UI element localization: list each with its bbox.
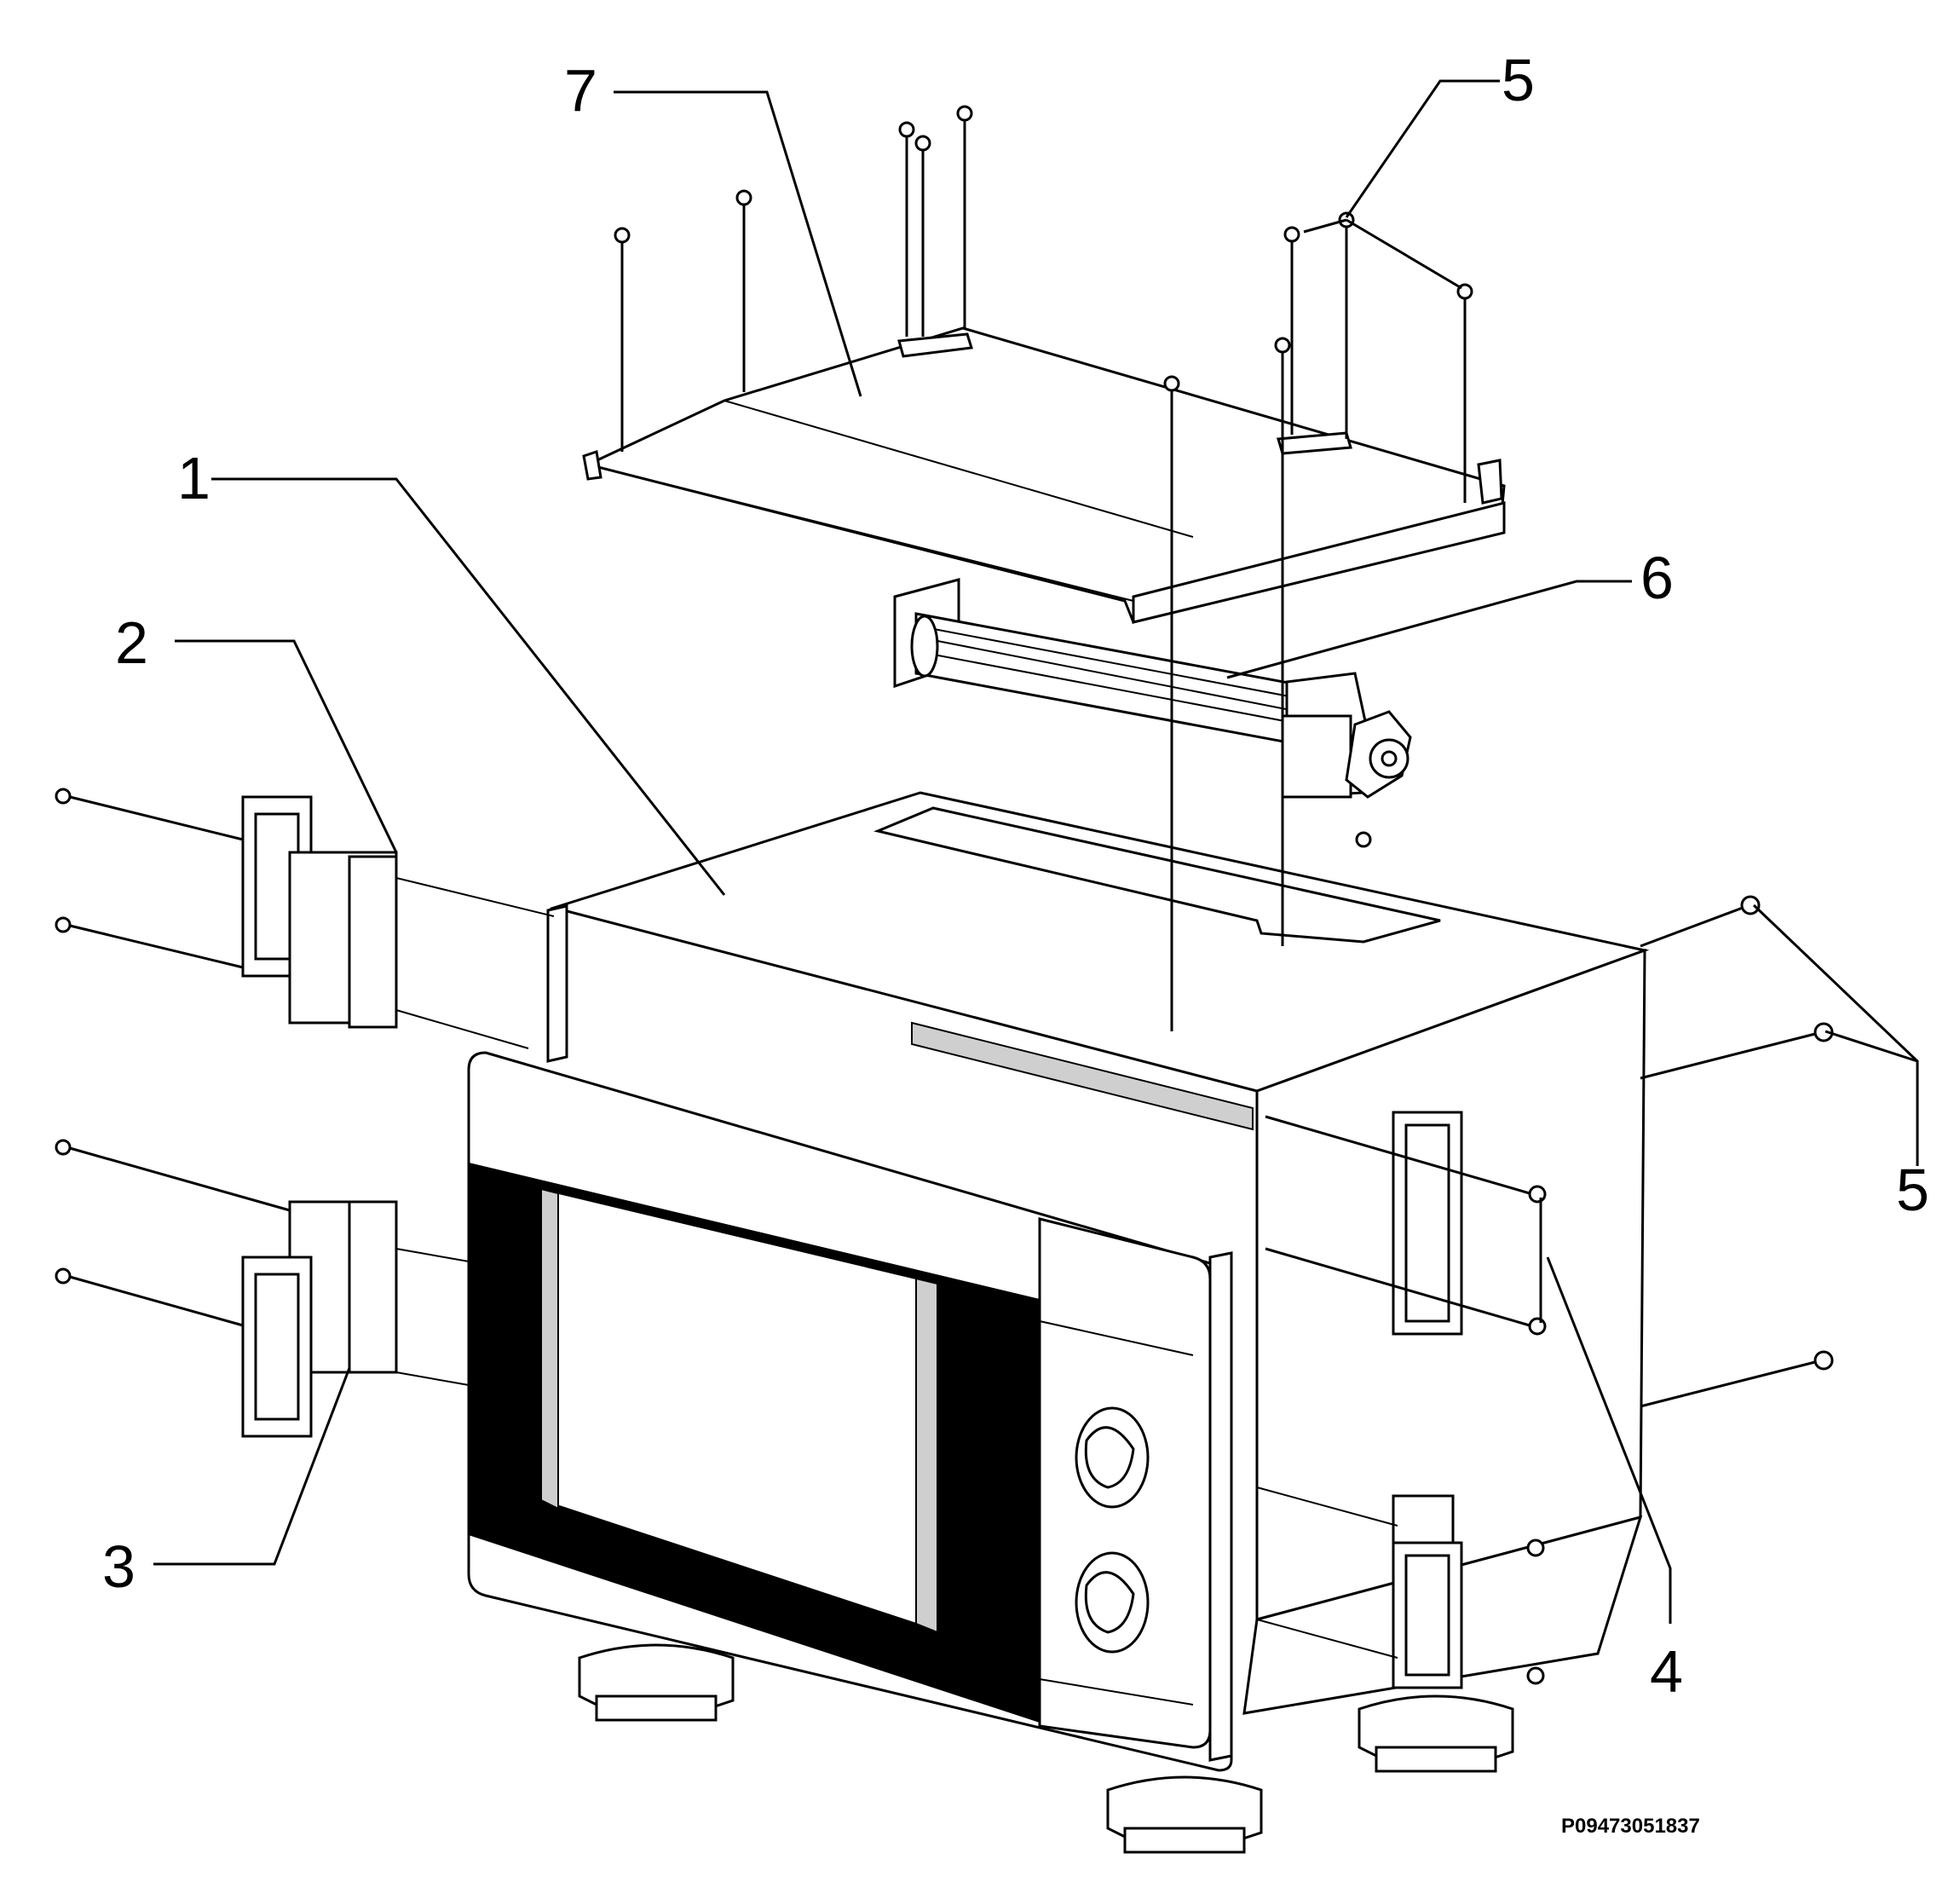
callout-3: 3 xyxy=(102,1533,135,1600)
timer-knob xyxy=(1075,1406,1150,1509)
screw xyxy=(1274,337,1291,946)
screws xyxy=(55,105,1834,1685)
callout-6: 6 xyxy=(1640,545,1674,611)
callout-1: 1 xyxy=(177,445,210,511)
screw xyxy=(914,135,931,337)
screw xyxy=(1526,1666,1545,1685)
callout-2: 2 xyxy=(115,609,148,676)
leader-lines xyxy=(153,79,1919,1624)
callout-5-right: 5 xyxy=(1896,1157,1929,1223)
screw xyxy=(1640,895,1761,948)
screw xyxy=(55,788,244,841)
screw xyxy=(1526,1539,1545,1557)
screw xyxy=(735,189,752,392)
screw xyxy=(898,121,915,337)
power-knob xyxy=(1075,1551,1150,1654)
screw xyxy=(1283,226,1300,435)
callout-4: 4 xyxy=(1650,1638,1683,1705)
foot-front-left xyxy=(578,1643,735,1722)
foot-front-right xyxy=(1106,1775,1263,1854)
door-and-control-panel xyxy=(467,1021,1254,1772)
callout-5-top: 5 xyxy=(1502,47,1535,113)
screw xyxy=(1338,211,1355,439)
screw xyxy=(1640,1022,1834,1080)
screw xyxy=(614,227,631,452)
screw xyxy=(956,105,973,328)
screw xyxy=(55,1139,291,1212)
screw xyxy=(1163,375,1180,1031)
assembly-guide-lines xyxy=(395,877,1398,1659)
top-cover-part-7 xyxy=(582,326,1506,624)
bracket-part-4-lower xyxy=(1392,1494,1463,1689)
bracket-part-4-upper xyxy=(1392,1111,1463,1336)
screw xyxy=(55,1267,244,1327)
bracket-part-3 xyxy=(241,1200,398,1438)
callout-7: 7 xyxy=(564,57,597,124)
screw xyxy=(1640,1350,1834,1408)
bracket-part-2 xyxy=(241,795,398,1029)
screw xyxy=(1456,283,1473,503)
screw xyxy=(55,916,244,969)
part-code-label: P09473051837 xyxy=(1561,1815,1700,1838)
screw xyxy=(1265,1115,1547,1204)
fan-assembly-part-6 xyxy=(893,578,1412,799)
screw xyxy=(1355,831,1372,848)
foot-rear-right xyxy=(1358,1694,1514,1773)
